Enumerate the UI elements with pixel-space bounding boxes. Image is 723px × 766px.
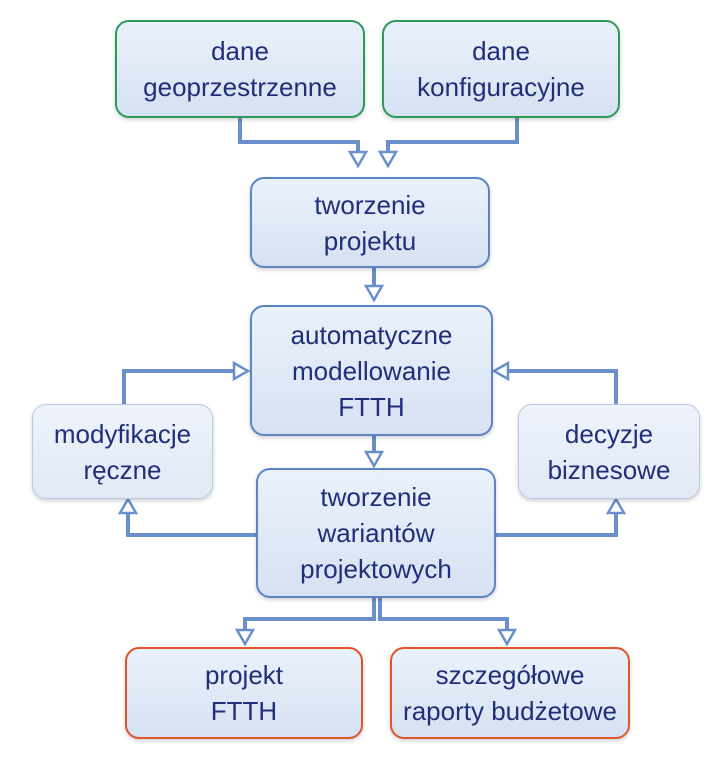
connector-warianty-to-raporty — [378, 598, 509, 630]
node-label-line: biznesowe — [547, 454, 671, 485]
connector-decyzje-to-automatyczne — [508, 369, 618, 404]
node-automatyczne-modellowanie: automatyczne modellowanie FTTH — [250, 305, 493, 436]
node-dane-konfiguracyjne: dane konfiguracyjne — [382, 20, 620, 118]
arrowhead — [234, 628, 256, 647]
node-label-line: szczegółowe — [435, 660, 585, 690]
connector-geo-to-tworzenie — [238, 118, 360, 152]
node-projekt-ftth: projekt FTTH — [125, 647, 363, 739]
node-label-line: tworzenie — [320, 482, 432, 512]
node-tworzenie-wariantow: tworzenie wariantów projektowych — [256, 468, 496, 598]
arrowhead — [347, 150, 369, 169]
node-label-line: automatyczne — [290, 319, 453, 350]
node-dane-geoprzestrzenne: dane geoprzestrzenne — [115, 20, 365, 118]
node-label-line: FTTH — [338, 391, 405, 422]
node-decyzje-biznesowe: decyzje biznesowe — [518, 404, 700, 499]
arrowhead — [232, 360, 251, 382]
connector-modyfikacje-to-automatyczne — [122, 369, 234, 404]
node-label-line: projektu — [323, 225, 417, 256]
node-label-line: geoprzestrzenne — [143, 72, 337, 102]
node-label-line: konfiguracyjne — [417, 72, 585, 102]
node-label-line: decyzje — [564, 418, 654, 449]
node-label-line: modyfikacje — [53, 418, 192, 449]
arrowhead — [363, 450, 385, 469]
connector-konf-to-tworzenie — [386, 118, 519, 152]
arrowhead — [117, 496, 139, 515]
node-label-line: raporty budżetowe — [403, 696, 617, 726]
node-label-line: projekt — [204, 660, 284, 690]
arrowhead — [363, 284, 385, 303]
node-label-line: FTTH — [210, 696, 278, 726]
node-label-line: modellowanie — [292, 355, 451, 386]
node-label-line: ręczne — [83, 454, 162, 485]
connector-warianty-to-decyzje — [496, 513, 618, 537]
arrowhead — [491, 360, 510, 382]
node-label-line: projektowych — [300, 554, 452, 584]
connector-warianty-to-modyfikacje — [126, 513, 256, 537]
node-label-line: wariantów — [317, 518, 435, 548]
arrowhead — [377, 150, 399, 169]
node-modyfikacje-reczne: modyfikacje ręczne — [32, 404, 213, 499]
arrowhead — [496, 628, 518, 647]
node-label-line: dane — [472, 36, 530, 66]
connector-warianty-to-projekt — [243, 598, 376, 630]
node-szczegolowe-raporty: szczegółowe raporty budżetowe — [390, 647, 630, 739]
arrowhead — [605, 496, 627, 515]
node-label-line: tworzenie — [314, 189, 426, 220]
node-tworzenie-projektu: tworzenie projektu — [250, 177, 490, 268]
node-label-line: dane — [211, 36, 269, 66]
